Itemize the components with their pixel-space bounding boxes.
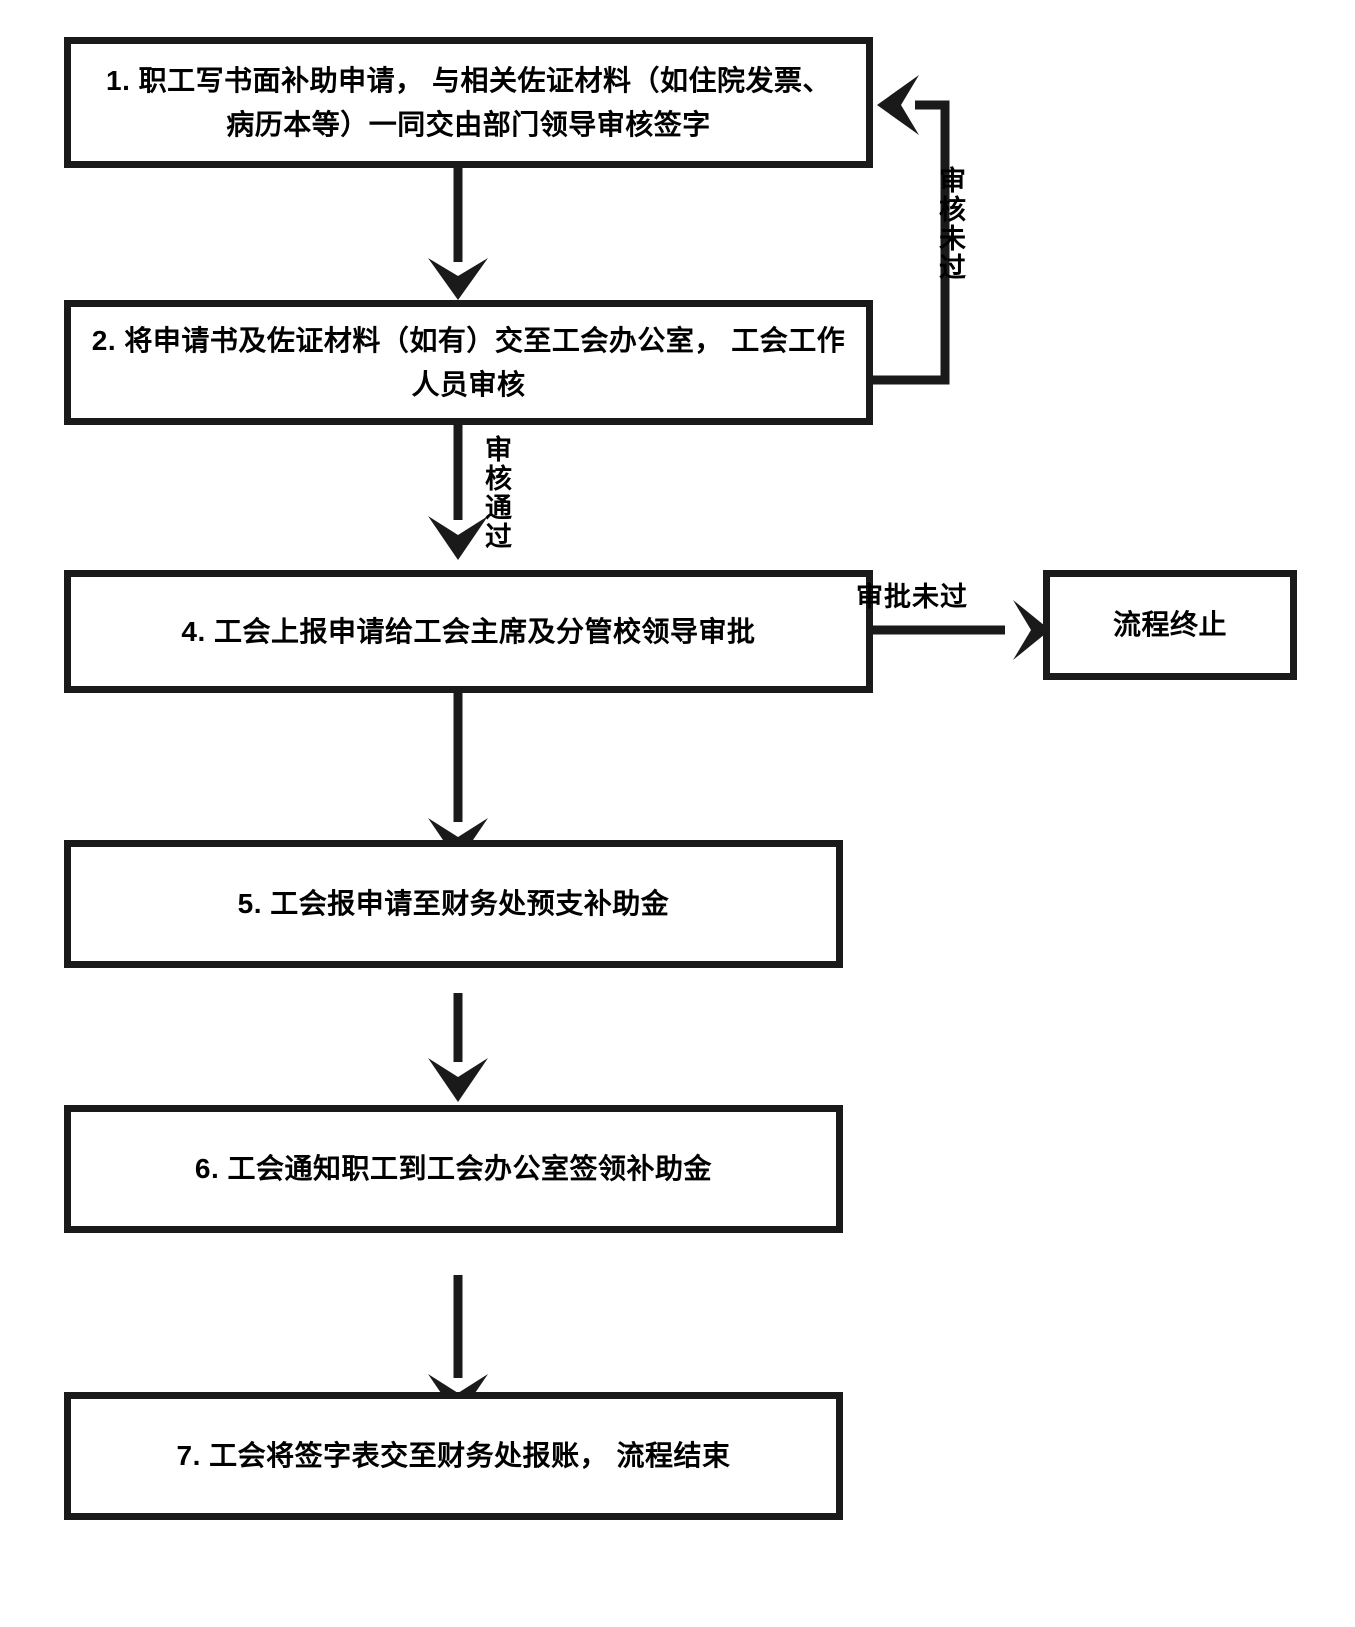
node-step4[interactable]: 4. 工会上报申请给工会主席及分管校领导审批 [64,570,873,693]
node-step7-label: 7. 工会将签字表交至财务处报账， 流程结束 [176,1440,731,1472]
node-step7[interactable]: 7. 工会将签字表交至财务处报账， 流程结束 [64,1392,843,1520]
node-step6-label: 6. 工会通知职工到工会办公室签领补助金 [194,1153,713,1185]
connector-step2-step4 [428,425,488,560]
node-step5-label: 5. 工会报申请至财务处预支补助金 [237,888,670,920]
edge-label-audit-failed: 审核未过 [935,166,965,282]
node-step4-label: 4. 工会上报申请给工会主席及分管校领导审批 [181,615,756,647]
connector-step4-step5 [428,693,488,862]
node-step2[interactable]: 2. 将申请书及佐证材料（如有）交至工会办公室， 工会工作 人员审核 [64,300,873,425]
node-step6[interactable]: 6. 工会通知职工到工会办公室签领补助金 [64,1105,843,1233]
node-terminate[interactable]: 流程终止 [1043,570,1297,680]
node-step5[interactable]: 5. 工会报申请至财务处预支补助金 [64,840,843,968]
edge-label-audit-passed: 审核通过 [481,435,511,551]
edge-label-approval-failed: 审批未过 [856,582,968,612]
node-step2-label: 2. 将申请书及佐证材料（如有）交至工会办公室， 工会工作 人员审核 [91,325,846,400]
connector-step1-step2 [428,168,488,300]
node-terminate-label: 流程终止 [1112,609,1227,641]
connector-step5-step6 [428,993,488,1102]
node-step1-label: 1. 职工写书面补助申请， 与相关佐证材料（如住院发票、 病历本等）一同交由部门… [106,65,831,140]
node-step1[interactable]: 1. 职工写书面补助申请， 与相关佐证材料（如住院发票、 病历本等）一同交由部门… [64,37,873,168]
